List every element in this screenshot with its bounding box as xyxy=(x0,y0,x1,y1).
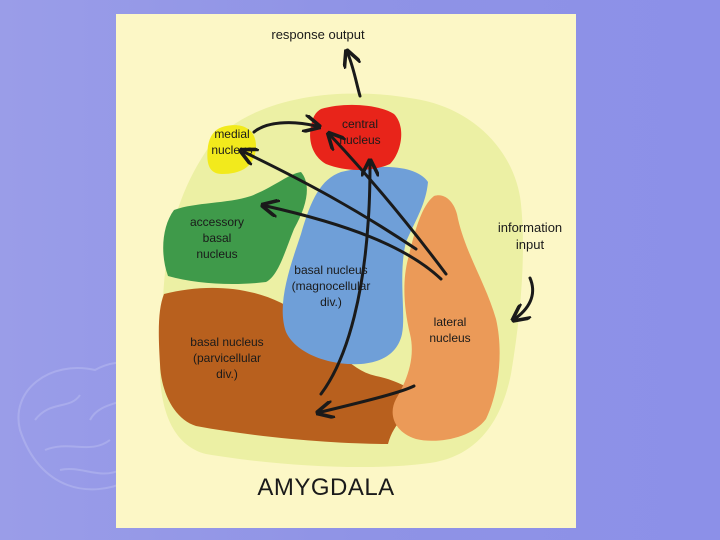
medial-to-central-arrow xyxy=(252,123,316,132)
lateral-to-accessory-arrow xyxy=(266,206,443,281)
lateral-nucleus-label: lateral nucleus xyxy=(429,315,471,345)
input-arrow xyxy=(516,276,535,318)
accessory-basal-nucleus-label: accessory basal nucleus xyxy=(189,215,245,261)
parvicellular-to-central-arrow xyxy=(319,164,370,396)
central-nucleus-region xyxy=(310,104,402,170)
lateral-to-central-arrow xyxy=(331,136,448,276)
basal-nucleus-parvicellular-region xyxy=(158,287,427,444)
amygdala-diagram xyxy=(158,14,535,468)
basal-to-medial-arrow xyxy=(244,152,418,251)
basal-nucleus-magnocellular-region xyxy=(282,166,428,365)
basal-nucleus-magnocellular-label: basal nucleus (magnocellular div.) xyxy=(291,263,371,309)
amygdala-figure: response output information input medial… xyxy=(116,14,576,528)
information-input-label: information input xyxy=(497,220,563,252)
lateral-nucleus-region xyxy=(392,195,500,441)
response-output-arrow xyxy=(348,54,362,98)
response-output-label: response output xyxy=(271,27,365,42)
diagram-title: AMYGDALA xyxy=(257,474,395,501)
lateral-to-parvicellular-arrow xyxy=(321,384,416,412)
basal-nucleus-parvicellular-label: basal nucleus (parvicellular div.) xyxy=(190,335,264,381)
medial-nucleus-label: medial nucleus xyxy=(211,127,253,157)
central-nucleus-label: central nucleus xyxy=(339,117,381,147)
